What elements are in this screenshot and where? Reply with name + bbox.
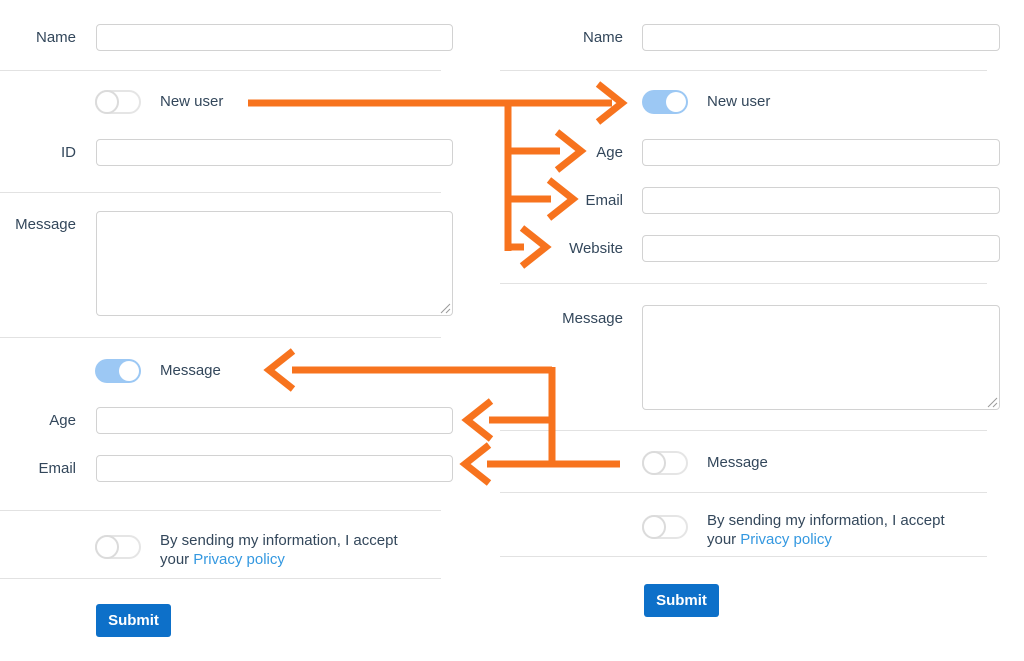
message-toggle-label: Message xyxy=(707,454,768,471)
consent-toggle[interactable] xyxy=(95,535,141,559)
message-label: Message xyxy=(562,310,623,327)
privacy-policy-link[interactable]: Privacy policy xyxy=(740,531,832,548)
form-before: Name New user ID Message Message Age Ema… xyxy=(0,0,453,661)
toggle-knob xyxy=(642,451,666,475)
email-label: Email xyxy=(585,192,623,209)
consent-line2: your xyxy=(707,531,737,548)
divider xyxy=(500,70,987,71)
divider xyxy=(0,192,441,193)
submit-button[interactable]: Submit xyxy=(644,584,719,617)
toggle-knob xyxy=(95,90,119,114)
divider xyxy=(0,578,441,579)
message-textarea[interactable] xyxy=(96,211,453,316)
new-user-toggle[interactable] xyxy=(642,90,688,114)
toggle-knob xyxy=(95,535,119,559)
consent-line1: By sending my information, I accept xyxy=(707,512,945,529)
divider xyxy=(500,556,987,557)
website-label: Website xyxy=(569,240,623,257)
consent-line1: By sending my information, I accept xyxy=(160,532,398,549)
consent-line2: your xyxy=(160,551,190,568)
name-label: Name xyxy=(582,29,623,46)
age-label: Age xyxy=(596,144,623,161)
age-input[interactable] xyxy=(96,407,453,434)
new-user-toggle-label: New user xyxy=(707,93,771,110)
id-input[interactable] xyxy=(96,139,453,166)
message-textarea[interactable] xyxy=(642,305,1000,410)
message-toggle[interactable] xyxy=(642,451,688,475)
age-input[interactable] xyxy=(642,139,1000,166)
divider xyxy=(500,430,987,431)
toggle-knob xyxy=(642,515,666,539)
consent-toggle[interactable] xyxy=(642,515,688,539)
email-input[interactable] xyxy=(96,455,453,482)
divider xyxy=(500,492,987,493)
divider xyxy=(0,70,441,71)
toggle-knob xyxy=(666,92,686,112)
name-input[interactable] xyxy=(96,24,453,51)
email-input[interactable] xyxy=(642,187,1000,214)
age-label: Age xyxy=(49,412,76,429)
email-label: Email xyxy=(38,460,76,477)
divider xyxy=(0,510,441,511)
new-user-toggle[interactable] xyxy=(95,90,141,114)
message-toggle-label: Message xyxy=(160,362,221,379)
new-user-toggle-label: New user xyxy=(160,93,224,110)
divider xyxy=(500,283,987,284)
divider xyxy=(0,337,441,338)
form-after: Name New user Age Email Website Message … xyxy=(500,0,1000,661)
name-label: Name xyxy=(35,29,76,46)
website-input[interactable] xyxy=(642,235,1000,262)
consent-text: By sending my information, I accept your… xyxy=(160,531,438,569)
submit-button[interactable]: Submit xyxy=(96,604,171,637)
message-toggle[interactable] xyxy=(95,359,141,383)
toggle-knob xyxy=(119,361,139,381)
name-input[interactable] xyxy=(642,24,1000,51)
id-label: ID xyxy=(61,144,76,161)
message-label: Message xyxy=(15,216,76,233)
privacy-policy-link[interactable]: Privacy policy xyxy=(193,551,285,568)
consent-text: By sending my information, I accept your… xyxy=(707,511,989,549)
